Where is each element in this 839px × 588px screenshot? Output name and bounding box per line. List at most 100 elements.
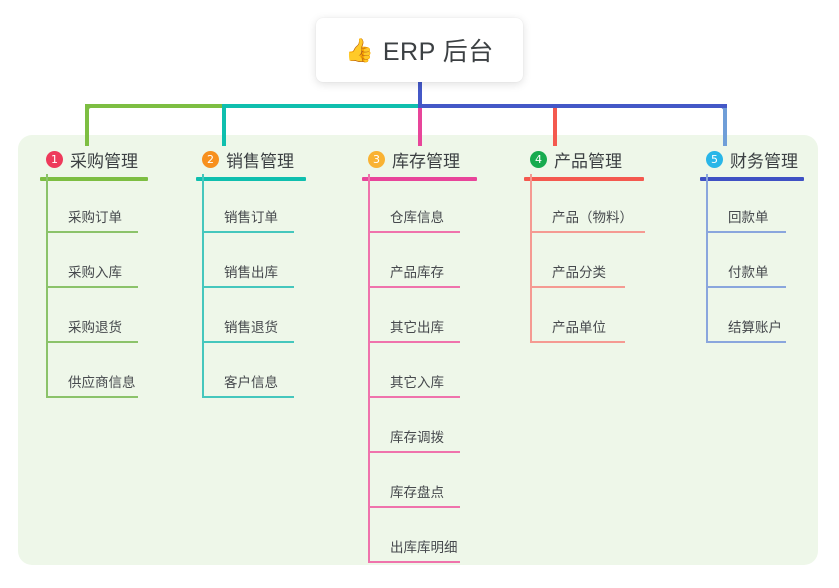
- branch-spine-5: [706, 174, 708, 342]
- bus-segment-blue: [418, 104, 727, 108]
- branch-item[interactable]: 其它入库: [368, 371, 460, 398]
- bus-segment-green: [85, 104, 224, 108]
- branch-title: 库存管理: [392, 151, 460, 171]
- branch-number-badge: 1: [46, 150, 63, 168]
- branch-header-rule: [700, 177, 804, 181]
- branch-number-badge: 5: [706, 150, 723, 168]
- branch-number-badge: 3: [368, 150, 385, 168]
- branch-item[interactable]: 采购订单: [46, 206, 138, 233]
- branch-item[interactable]: 其它出库: [368, 316, 460, 343]
- branch-connector-2: [222, 108, 226, 146]
- branch-item-rule: [46, 396, 138, 398]
- branches-panel: [18, 135, 818, 565]
- branch-item-rule: [706, 286, 786, 288]
- branch-header-rule: [40, 177, 148, 181]
- branch-title: 采购管理: [70, 151, 138, 171]
- branch-header-4[interactable]: 4 产品管理: [524, 146, 644, 172]
- branch-item[interactable]: 出库库明细: [368, 536, 460, 563]
- root-node[interactable]: 👍 ERP 后台: [316, 18, 523, 82]
- branch-item-rule: [368, 506, 460, 508]
- branch-item-rule: [706, 341, 786, 343]
- branch-number-badge: 4: [530, 150, 547, 168]
- branch-item[interactable]: 采购退货: [46, 316, 138, 343]
- branch-column-1: 1 采购管理: [40, 146, 148, 181]
- branch-item-rule: [46, 231, 138, 233]
- branch-item-rule: [530, 341, 625, 343]
- branch-item[interactable]: 结算账户: [706, 316, 786, 343]
- branch-item-label: 库存调拨: [390, 430, 444, 445]
- branch-item-label: 供应商信息: [68, 375, 136, 390]
- branch-item-rule: [368, 396, 460, 398]
- branch-item[interactable]: 库存调拨: [368, 426, 460, 453]
- branch-item-rule: [530, 231, 645, 233]
- branch-item[interactable]: 库存盘点: [368, 481, 460, 508]
- branch-item-label: 付款单: [728, 265, 769, 280]
- branch-item-label: 回款单: [728, 210, 769, 225]
- branch-item-label: 销售订单: [224, 210, 278, 225]
- branch-spine-3: [368, 174, 370, 562]
- branch-item[interactable]: 产品库存: [368, 261, 460, 288]
- branch-item[interactable]: 销售出库: [202, 261, 294, 288]
- branch-item[interactable]: 销售订单: [202, 206, 294, 233]
- branch-item-rule: [368, 231, 460, 233]
- branch-column-4: 4 产品管理: [524, 146, 644, 181]
- branch-item-label: 仓库信息: [390, 210, 444, 225]
- branch-title: 产品管理: [554, 151, 622, 171]
- branch-item-rule: [202, 286, 294, 288]
- thumbs-up-icon: 👍: [345, 36, 374, 63]
- branch-header-1[interactable]: 1 采购管理: [40, 146, 148, 172]
- branch-connector-5: [723, 108, 727, 146]
- branch-item-label: 其它出库: [390, 320, 444, 335]
- branch-item[interactable]: 付款单: [706, 261, 786, 288]
- branch-item[interactable]: 销售退货: [202, 316, 294, 343]
- branch-item[interactable]: 采购入库: [46, 261, 138, 288]
- branch-item-label: 采购退货: [68, 320, 122, 335]
- branch-header-rule: [362, 177, 477, 181]
- branch-item-label: 库存盘点: [390, 485, 444, 500]
- branch-item[interactable]: 仓库信息: [368, 206, 460, 233]
- root-node-title: ERP 后台: [382, 38, 494, 66]
- branch-item-rule: [530, 286, 625, 288]
- branch-item-label: 销售退货: [224, 320, 278, 335]
- branch-item[interactable]: 客户信息: [202, 371, 294, 398]
- branch-item-rule: [368, 451, 460, 453]
- branch-spine-2: [202, 174, 204, 397]
- branch-item-rule: [706, 231, 786, 233]
- branch-item-rule: [202, 341, 294, 343]
- branch-header-rule: [524, 177, 644, 181]
- branch-item[interactable]: 产品分类: [530, 261, 625, 288]
- branch-item-label: 结算账户: [728, 320, 782, 335]
- branch-title: 销售管理: [226, 151, 294, 171]
- branch-item-rule: [368, 341, 460, 343]
- branch-connector-3: [418, 108, 422, 146]
- branch-item-label: 采购订单: [68, 210, 122, 225]
- branch-item-label: 产品库存: [390, 265, 444, 280]
- branch-item-label: 产品分类: [552, 265, 606, 280]
- branch-item-label: 产品（物料）: [552, 210, 633, 225]
- root-stem-connector: [418, 78, 422, 106]
- branch-item-label: 销售出库: [224, 265, 278, 280]
- branch-item-label: 产品单位: [552, 320, 606, 335]
- branch-item-rule: [46, 286, 138, 288]
- branch-header-rule: [196, 177, 306, 181]
- branch-item-rule: [202, 396, 294, 398]
- branch-column-3: 3 库存管理: [362, 146, 477, 181]
- branch-spine-1: [46, 174, 48, 397]
- branch-item-rule: [368, 286, 460, 288]
- branch-item[interactable]: 产品单位: [530, 316, 625, 343]
- branch-connector-4: [553, 108, 557, 146]
- branch-item-label: 客户信息: [224, 375, 278, 390]
- branch-item[interactable]: 产品（物料）: [530, 206, 645, 233]
- branch-item-rule: [368, 561, 460, 563]
- branch-header-3[interactable]: 3 库存管理: [362, 146, 477, 172]
- branch-spine-4: [530, 174, 532, 342]
- branch-item-rule: [202, 231, 294, 233]
- bus-segment-teal: [222, 104, 420, 108]
- branch-header-2[interactable]: 2 销售管理: [196, 146, 306, 172]
- branch-item[interactable]: 回款单: [706, 206, 786, 233]
- branch-item[interactable]: 供应商信息: [46, 371, 138, 398]
- branch-number-badge: 2: [202, 150, 219, 168]
